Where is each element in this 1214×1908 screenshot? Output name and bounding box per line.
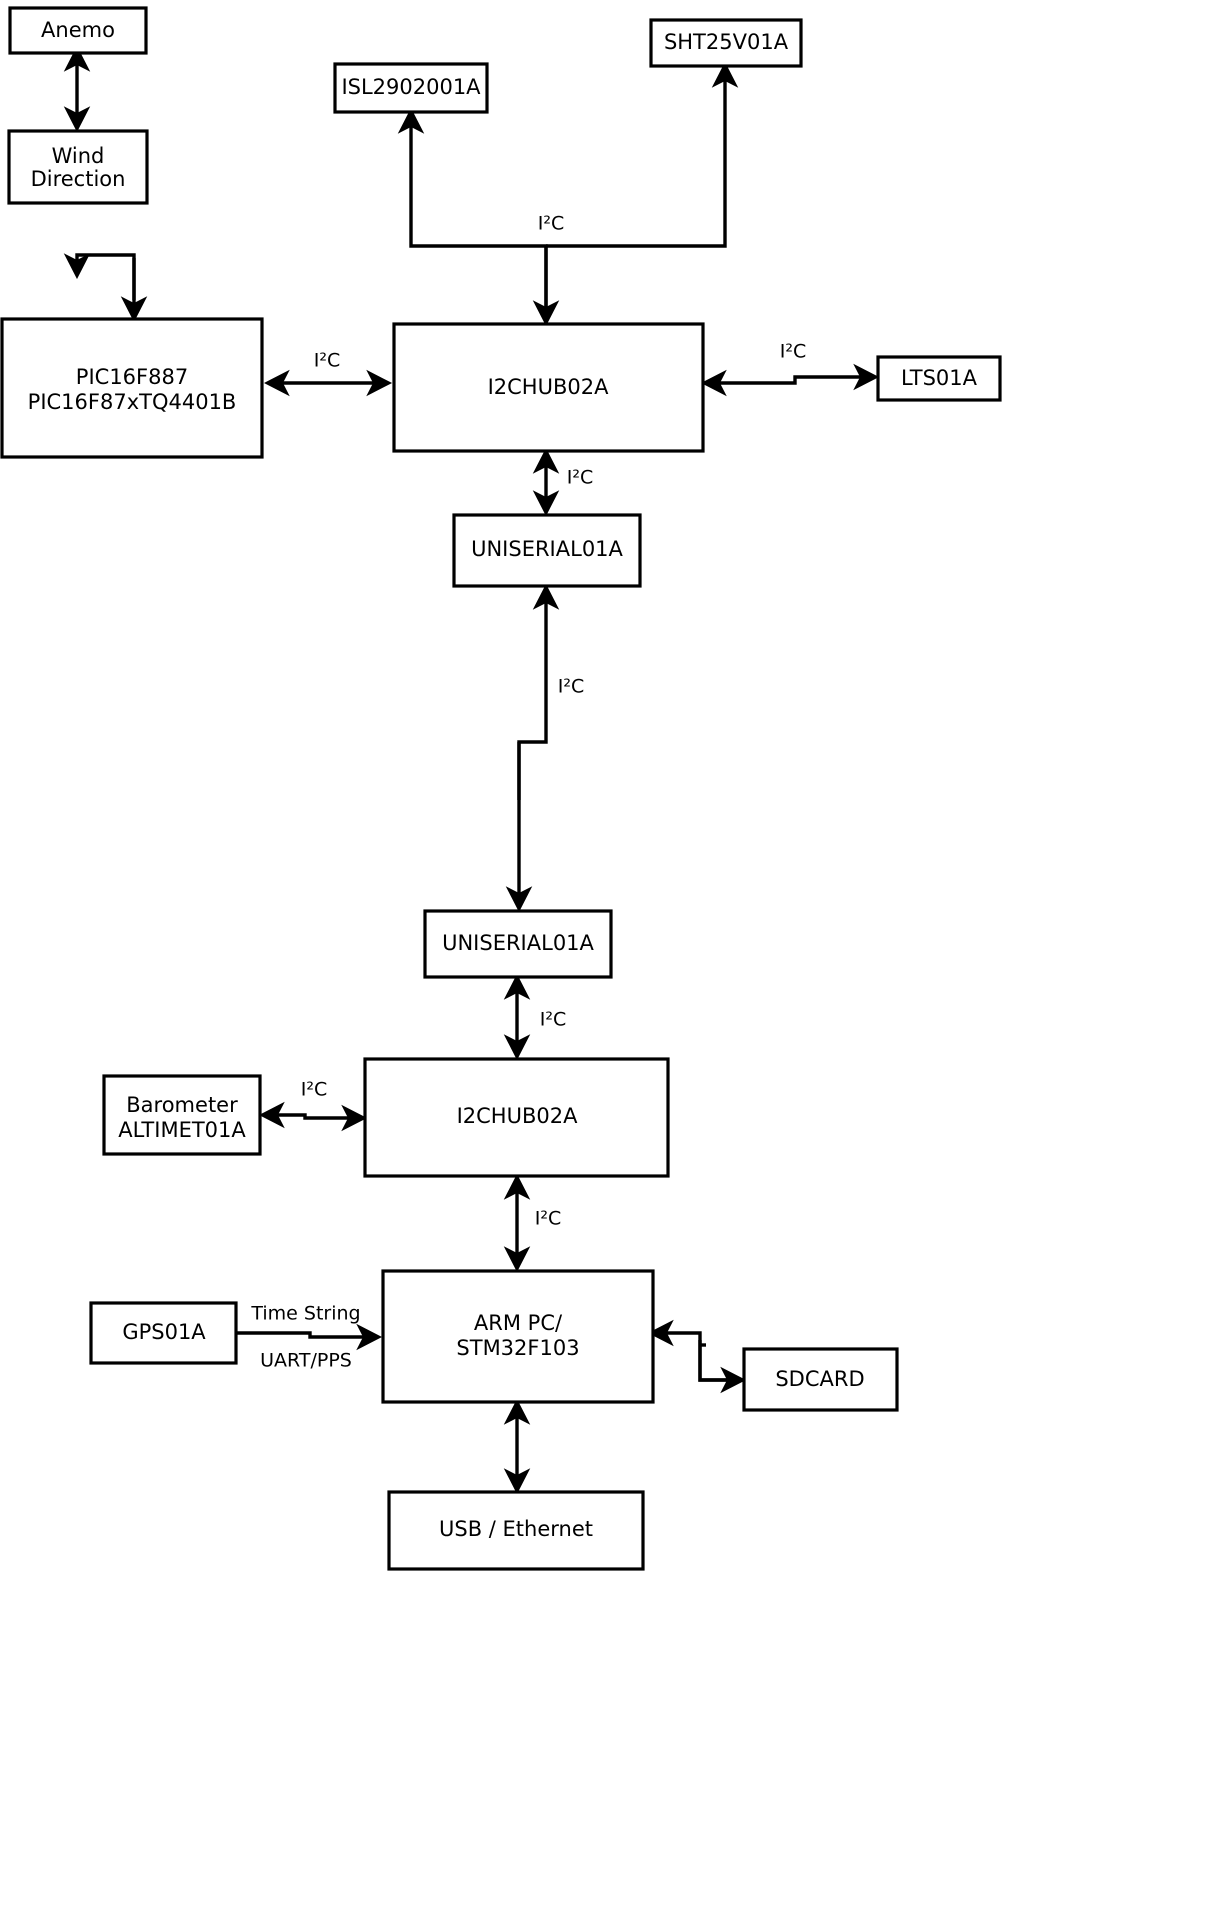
node-barometer-box [102,1074,262,1156]
node-sht25v01a-label: SHT25V01A [664,30,789,54]
connector-barometer-hub2 [258,1101,368,1132]
node-arm-pc[interactable]: ARM PC/ STM32F103 [381,1269,655,1404]
connector-hub-top-bus [397,107,548,322]
node-wind-direction-label-line1: Wind [52,144,105,168]
node-i2chub02a-top[interactable]: I2CHUB02A [392,322,705,453]
node-usb-ethernet-label: USB / Ethernet [439,1517,593,1541]
node-arm-pc-label-line1: ARM PC/ [474,1311,563,1335]
connector-uniserial-link-up [517,583,560,800]
node-barometer-label-line2: ALTIMET01A [118,1118,246,1142]
node-usb-ethernet-box [387,1490,645,1571]
node-gps01a[interactable]: GPS01A [89,1301,238,1365]
node-isl2902001a-label: ISL2902001A [341,75,481,99]
node-anemo-label: Anemo [41,18,115,42]
node-uniserial01a-bottom-label: UNISERIAL01A [442,931,594,955]
node-lts01a-box [876,355,1002,402]
node-lts01a-label: LTS01A [901,366,978,390]
node-isl2902001a[interactable]: ISL2902001A [333,62,489,114]
node-anemo-box [8,6,148,55]
edge-label-i2c-pic-hub: I²C [314,350,341,372]
node-arm-pc-box [381,1269,655,1404]
node-i2chub02a-top-label: I2CHUB02A [488,375,610,399]
node-wind-direction[interactable]: Wind Direction [7,129,149,205]
node-sdcard[interactable]: SDCARD [742,1347,899,1412]
node-i2chub02a-top-box [392,322,705,453]
node-gps01a-box [89,1301,238,1365]
node-pic16f887-label-line2: PIC16F87xTQ4401B [28,390,237,414]
node-pic16f887-box [0,317,264,459]
node-uniserial01a-bottom[interactable]: UNISERIAL01A [423,909,613,979]
node-sdcard-box [742,1347,899,1412]
node-wind-direction-box [7,129,149,205]
node-isl2902001a-box [333,62,489,114]
edge-label-i2c-uniserial-hub2: I²C [540,1009,567,1031]
node-uniserial01a-top[interactable]: UNISERIAL01A [452,513,642,588]
node-anemo[interactable]: Anemo [8,6,148,55]
node-uniserial01a-top-box [452,513,642,588]
node-barometer-label-line1: Barometer [126,1093,238,1117]
node-sdcard-label: SDCARD [775,1367,864,1391]
connector-hub-top-bus-right [546,61,739,248]
node-sht25v01a-box [649,18,803,68]
edge-label-i2c-hub2-arm: I²C [535,1208,562,1230]
edge-label-i2c-top-bus: I²C [538,213,565,235]
node-wind-direction-label-line2: Direction [31,167,126,191]
node-uniserial01a-bottom-box [423,909,613,979]
connector-gps-arm [237,1323,383,1351]
connector-pic-to-wind [63,253,136,300]
connector-hub-lts [700,363,880,397]
node-i2chub02a-bottom-label: I2CHUB02A [457,1104,579,1128]
node-barometer-altimet01a[interactable]: Barometer ALTIMET01A [102,1074,262,1156]
edge-label-gps-time-string: Time String [250,1303,360,1325]
edge-label-i2c-hub-lts: I²C [780,341,807,363]
node-arm-pc-label-line2: STM32F103 [456,1336,579,1360]
node-lts01a[interactable]: LTS01A [876,355,1002,402]
edge-label-i2c-hub-uniserial: I²C [567,467,594,489]
edge-label-gps-uart-pps: UART/PPS [260,1350,352,1372]
node-i2chub02a-bottom[interactable]: I2CHUB02A [363,1057,670,1178]
node-usb-ethernet[interactable]: USB / Ethernet [387,1490,645,1571]
connector-arm-to-sdcard [698,1340,747,1394]
node-i2chub02a-bottom-box [363,1057,670,1178]
node-pic16f887[interactable]: PIC16F887 PIC16F87xTQ4401B [0,317,264,459]
node-uniserial01a-top-label: UNISERIAL01A [471,537,623,561]
edge-label-i2c-uniserial-link: I²C [558,676,585,698]
node-sht25v01a[interactable]: SHT25V01A [649,18,803,68]
node-gps01a-label: GPS01A [122,1320,206,1344]
node-pic16f887-label-line1: PIC16F887 [76,365,188,389]
edge-label-i2c-barometer-hub2: I²C [301,1079,328,1101]
